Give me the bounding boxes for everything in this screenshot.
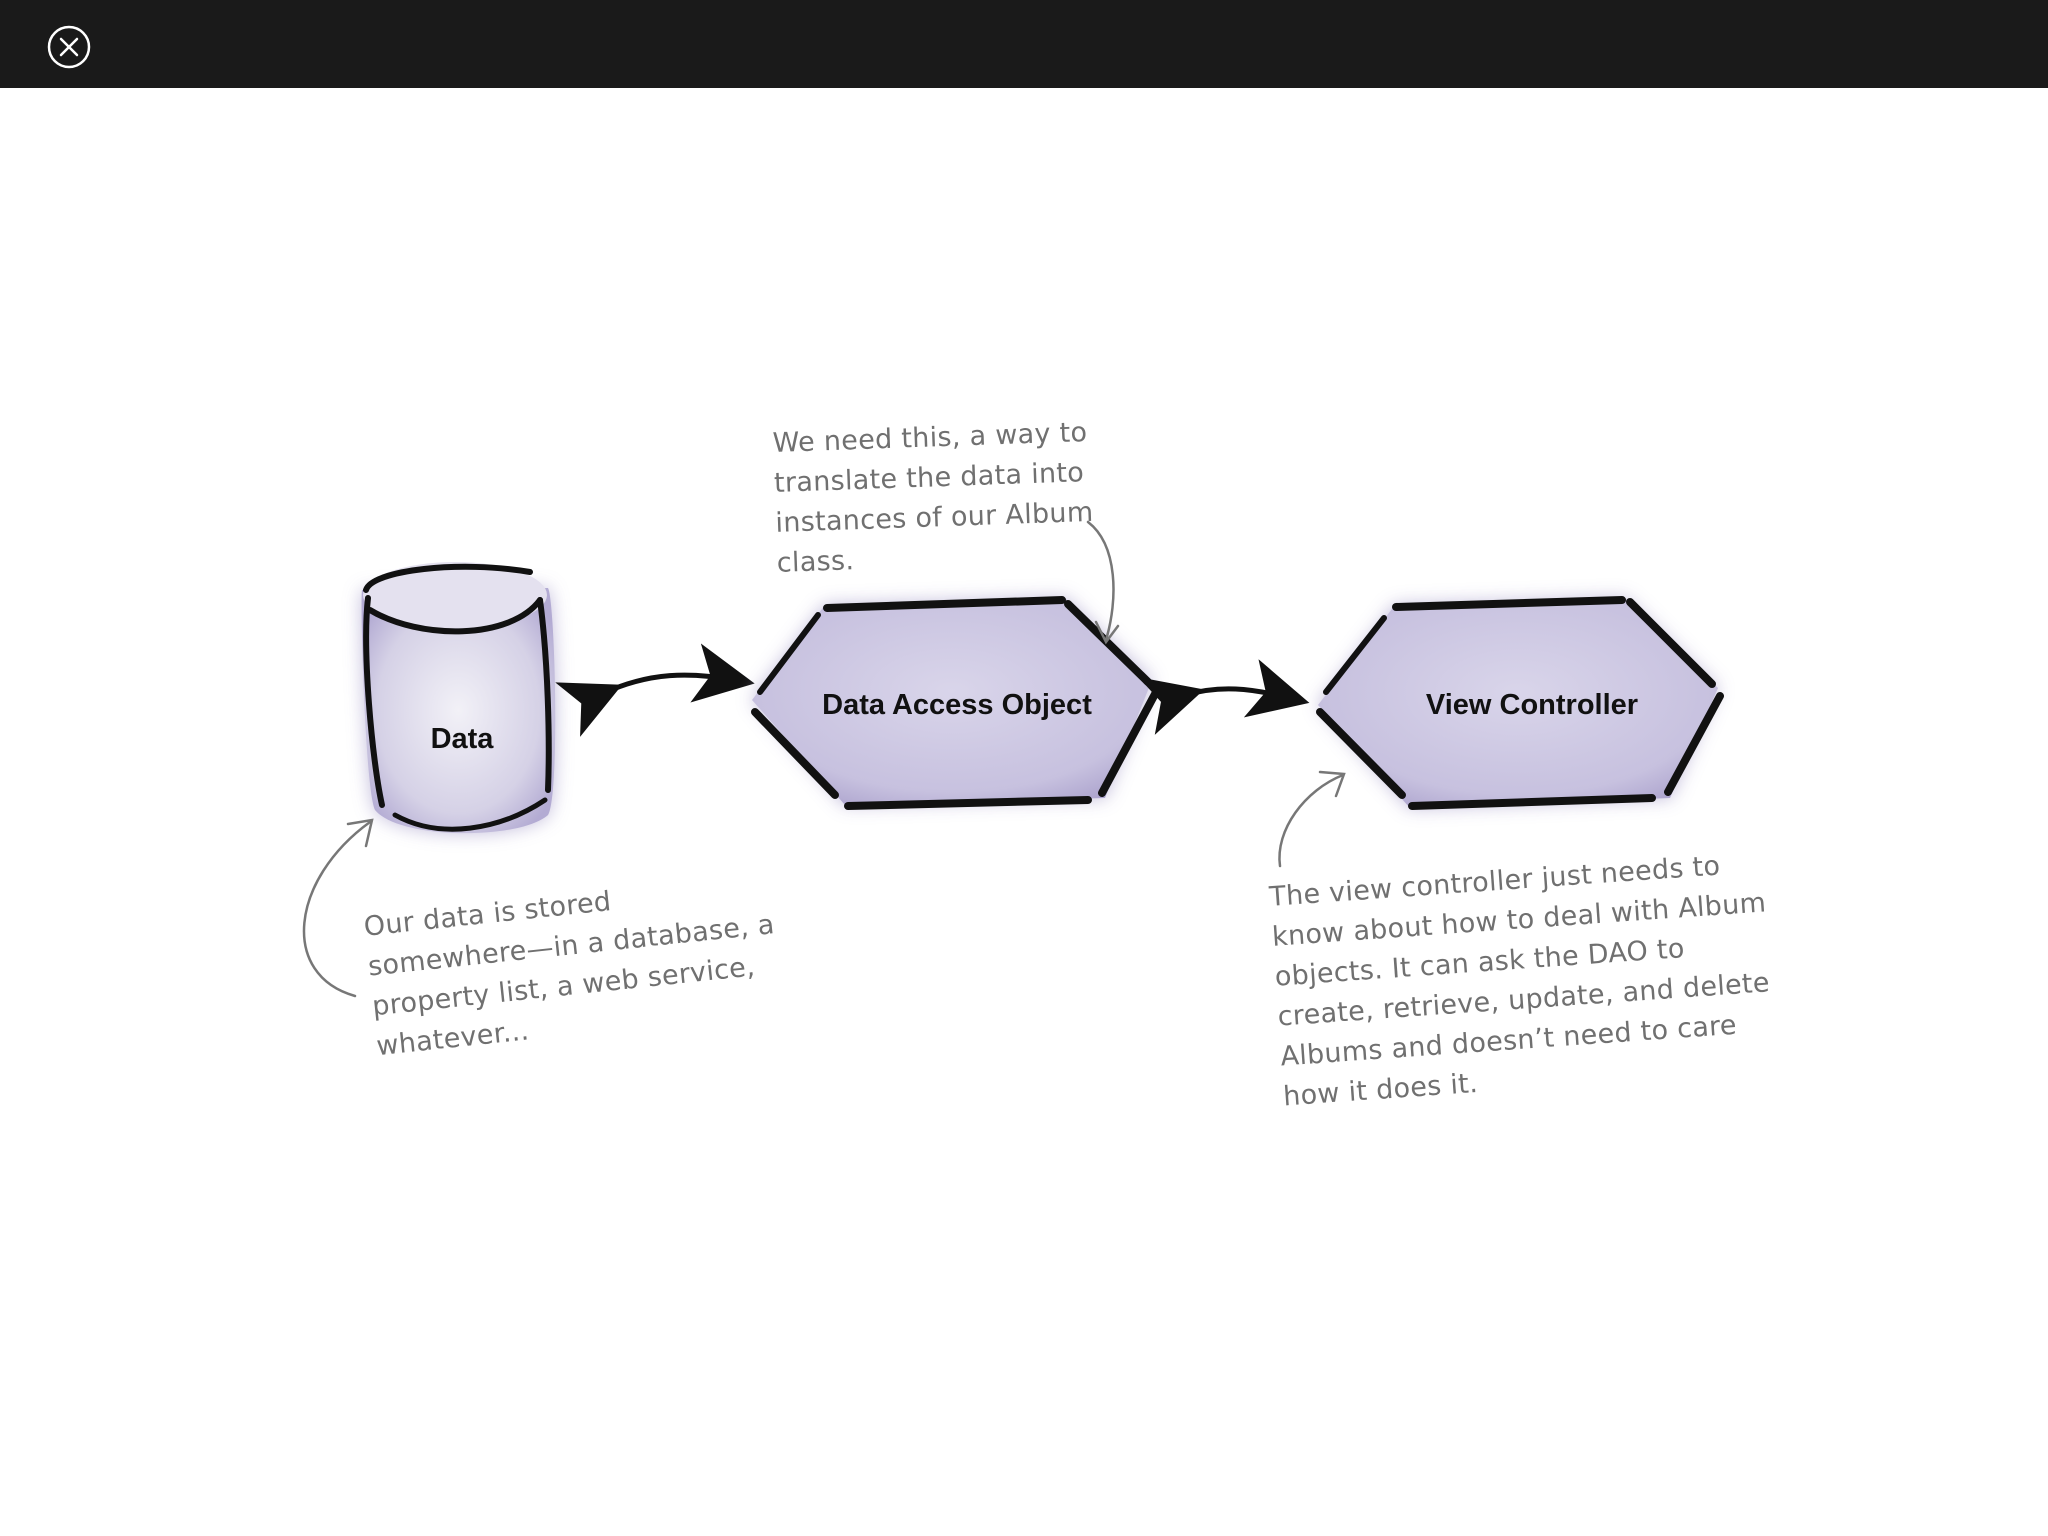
dao-node: Data Access Object <box>751 596 1159 810</box>
view-controller-node-label: View Controller <box>1426 689 1638 721</box>
data-node-label: Data <box>431 723 495 755</box>
annotation-pointers <box>302 520 1346 998</box>
data-node: Data <box>361 562 556 834</box>
top-bar <box>0 0 2048 88</box>
data-note-pointer <box>302 820 372 998</box>
diagram-canvas: Data Data Access Object <box>0 88 2048 1536</box>
dao-note-pointer <box>1086 520 1115 642</box>
view-controller-node: View Controller <box>1316 596 1724 810</box>
dao-vc-arrow <box>1138 659 1310 735</box>
data-dao-arrow <box>555 643 755 737</box>
vc-note-pointer <box>1278 773 1345 868</box>
data-note-pointer-head <box>346 818 374 848</box>
close-circle-icon <box>47 25 91 69</box>
close-button[interactable] <box>47 25 91 69</box>
dao-node-label: Data Access Object <box>822 689 1092 721</box>
dao-diagram: Data Data Access Object <box>302 520 1724 998</box>
dao-note: We need this, a way to translate the dat… <box>772 413 1095 584</box>
dao-note-pointer-head <box>1094 620 1120 645</box>
vc-note-pointer-head <box>1318 770 1346 798</box>
view-controller-note: The view controller just needs to know a… <box>1268 843 1779 1117</box>
